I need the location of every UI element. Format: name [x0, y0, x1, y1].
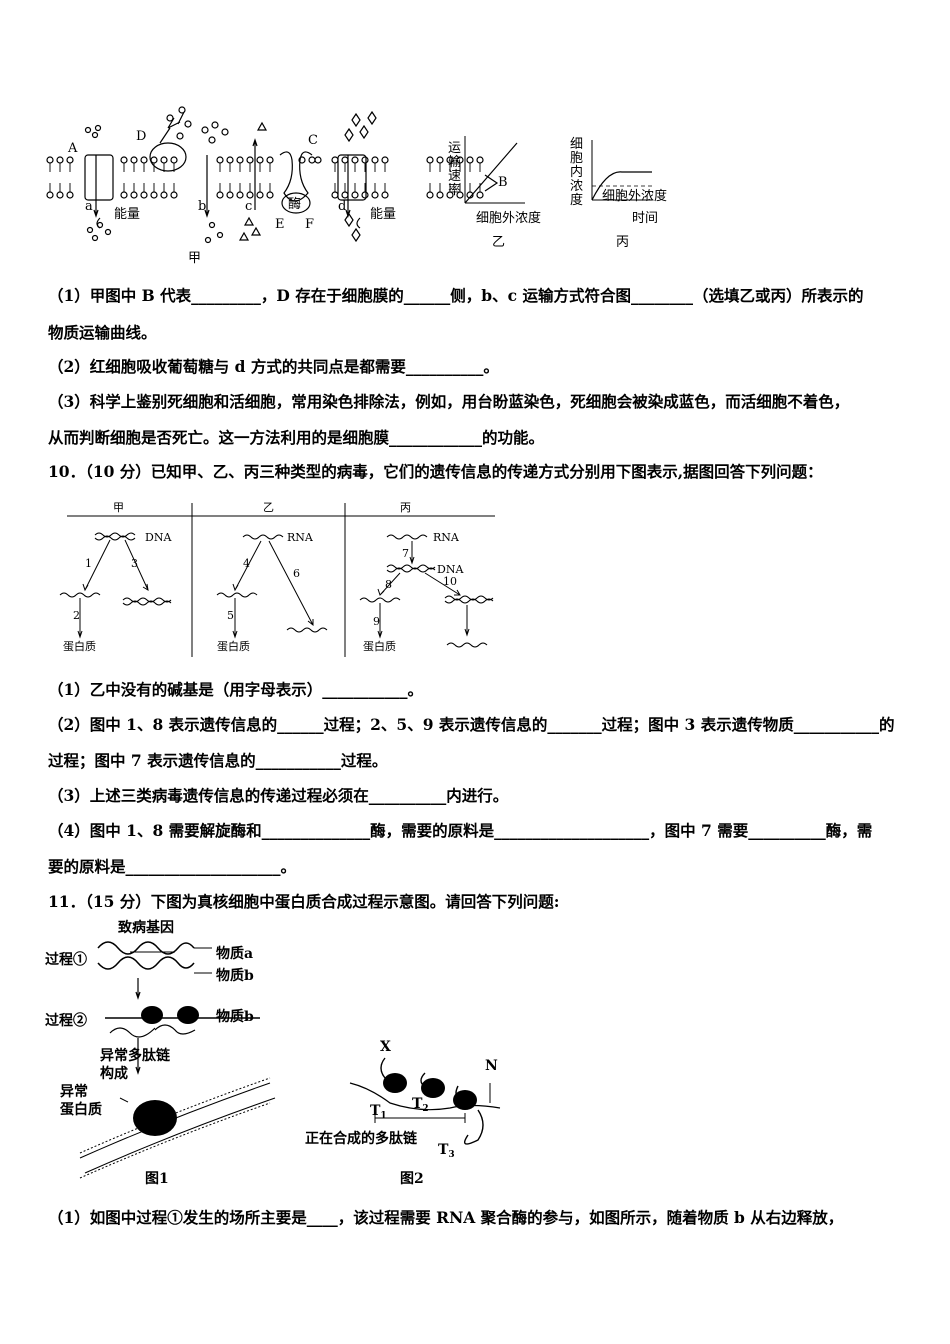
label-enzyme: 酶	[288, 196, 301, 212]
label-growing-chain: 正在合成的多肽链	[305, 1130, 418, 1147]
virus-information-flow-figure: 甲 乙 丙 DNA RNA RNA DNA 蛋白质 蛋白质 蛋白质 1 2 3 …	[59, 501, 495, 657]
label-T2: T2	[412, 1096, 429, 1114]
label-d: d	[338, 199, 346, 214]
q10-line-6: 要的原料是____________________。	[48, 857, 297, 876]
graph-bing-ylabel-1: 细	[570, 137, 583, 152]
header-bing: 丙	[400, 501, 411, 514]
num-8: 8	[385, 578, 392, 591]
q9-line-1: （1）甲图中 B 代表_________，D 存在于细胞膜的______侧，b、…	[48, 286, 864, 305]
label-process-1: 过程①	[45, 951, 87, 968]
graph-yi-ylabel-3: 速	[448, 169, 461, 184]
q10-line-3: 过程；图中 7 表示遗传信息的___________过程。	[48, 751, 388, 770]
q10-line-2: （2）图中 1、8 表示遗传信息的______过程；2、5、9 表示遗传信息的_…	[48, 715, 895, 734]
num-6: 6	[293, 567, 300, 580]
label-material-a: 物质a	[216, 945, 253, 962]
graph-bing-ylabel-5: 度	[570, 192, 583, 208]
label-protein-bing: 蛋白质	[363, 639, 396, 653]
label-dna-bing: DNA	[437, 563, 464, 576]
label-A: A	[67, 141, 78, 156]
label-b: b	[198, 199, 206, 214]
label-X: X	[380, 1039, 391, 1055]
caption-figure-1: 图1	[145, 1171, 169, 1187]
q10-title: 10．（10 分）已知甲、乙、丙三种类型的病毒，它们的遗传信息的传递方式分别用下…	[48, 462, 823, 481]
label-protein-jia: 蛋白质	[63, 639, 96, 653]
label-T1: T1	[370, 1103, 387, 1121]
graph-yi	[464, 136, 525, 204]
label-energy-1: 能量	[114, 207, 140, 222]
ribosome-1	[141, 1006, 163, 1024]
label-rna-yi: RNA	[287, 531, 314, 544]
header-yi: 乙	[263, 501, 274, 514]
graph-bing-ylabel-3: 内	[570, 164, 583, 180]
graph-yi-ylabel-1: 运	[448, 141, 461, 156]
graph-yi-ylabel-4: 率	[448, 182, 461, 198]
label-material-b-2: 物质b	[216, 1008, 254, 1025]
label-abnormal-chain-2: 构成	[100, 1065, 128, 1082]
q9-line-4: （3）科学上鉴别死细胞和活细胞，常用染色排除法，例如，用台盼蓝染色，死细胞会被染…	[48, 392, 850, 411]
ribosome-2	[177, 1006, 199, 1024]
label-C: C	[308, 133, 318, 148]
q9-line-2: 物质运输曲线。	[48, 323, 157, 342]
protein-synthesis-figure: 致病基因 过程① 过程② 物质a 物质b 物质b 异常多肽链 构成 异常 蛋白质…	[45, 919, 501, 1187]
num-2: 2	[73, 609, 80, 622]
label-F: F	[305, 217, 314, 232]
header-jia: 甲	[113, 501, 124, 514]
abnormal-protein-blob	[133, 1100, 177, 1136]
label-energy-2: 能量	[370, 207, 396, 222]
label-T3-sub: 3	[448, 1150, 454, 1160]
graph-yi-ylabel-2: 输	[448, 154, 461, 170]
label-N: N	[485, 1058, 498, 1074]
caption-figure-2: 图2	[400, 1171, 424, 1187]
q10-line-1: （1）乙中没有的碱基是（用字母表示）___________。	[48, 680, 424, 699]
num-9: 9	[373, 615, 380, 628]
q9-line-5: 从而判断细胞是否死亡。这一方法利用的是细胞膜____________的功能。	[48, 428, 545, 447]
carrier-protein-d	[337, 154, 367, 201]
q10-line-5: （4）图中 1、8 需要解旋酶和______________酶，需要的原料是__…	[48, 821, 873, 840]
ribosome-t2	[421, 1078, 445, 1098]
num-1: 1	[85, 557, 92, 570]
graph-bing-caption: 丙	[616, 235, 629, 250]
label-material-b-1: 物质b	[216, 967, 254, 984]
label-a: a	[85, 199, 93, 214]
q9-line-3: （2）红细胞吸收葡萄糖与 d 方式的共同点是都需要__________。	[48, 357, 499, 376]
graph-yi-xlabel: 细胞外浓度	[476, 210, 541, 226]
graph-bing	[591, 140, 652, 201]
label-protein-yi: 蛋白质	[217, 639, 250, 653]
label-E: E	[275, 217, 285, 232]
q10-line-4: （3）上述三类病毒遗传信息的传递过程必须在__________内进行。	[48, 786, 509, 805]
label-rna-bing: RNA	[433, 531, 460, 544]
num-10: 10	[443, 575, 457, 588]
figure-caption-jia: 甲	[188, 251, 201, 266]
label-T3: T3	[438, 1142, 455, 1160]
enzyme-protein	[279, 151, 313, 202]
label-D: D	[136, 129, 146, 144]
membrane-transport-figure: A D C B a b c d 酶 E F 能量 能量 运 输 速 率 细胞外浓…	[46, 106, 667, 266]
num-5: 5	[227, 609, 234, 622]
graph-yi-caption: 乙	[492, 235, 505, 250]
label-abnormal-protein-2: 蛋白质	[60, 1101, 102, 1118]
ribosome-t1	[383, 1073, 407, 1093]
label-dna-jia: DNA	[145, 531, 172, 544]
label-T1-sub: 1	[380, 1111, 386, 1121]
label-B: B	[498, 175, 508, 190]
label-T2-sub: 2	[422, 1104, 428, 1114]
graph-bing-xlabel: 时间	[632, 211, 658, 226]
q11-line-1: （1）如图中过程①发生的场所主要是____，该过程需要 RNA 聚合酶的参与，如…	[48, 1208, 844, 1227]
num-4: 4	[243, 557, 250, 570]
label-c: c	[245, 199, 252, 214]
label-gene: 致病基因	[118, 919, 174, 936]
graph-bing-curve-label: 细胞外浓度	[602, 188, 667, 204]
label-abnormal-chain-1: 异常多肽链	[100, 1047, 171, 1064]
graph-bing-ylabel-4: 浓	[570, 179, 583, 194]
num-7: 7	[402, 547, 409, 560]
num-3: 3	[131, 557, 138, 570]
graph-bing-ylabel-2: 胞	[570, 151, 583, 166]
glycoprotein-d	[149, 142, 187, 172]
q11-title: 11．（15 分）下图为真核细胞中蛋白质合成过程示意图。请回答下列问题:	[48, 892, 560, 911]
label-process-2: 过程②	[45, 1012, 87, 1029]
label-abnormal-protein-1: 异常	[60, 1083, 88, 1100]
channel-protein-a	[84, 154, 114, 201]
